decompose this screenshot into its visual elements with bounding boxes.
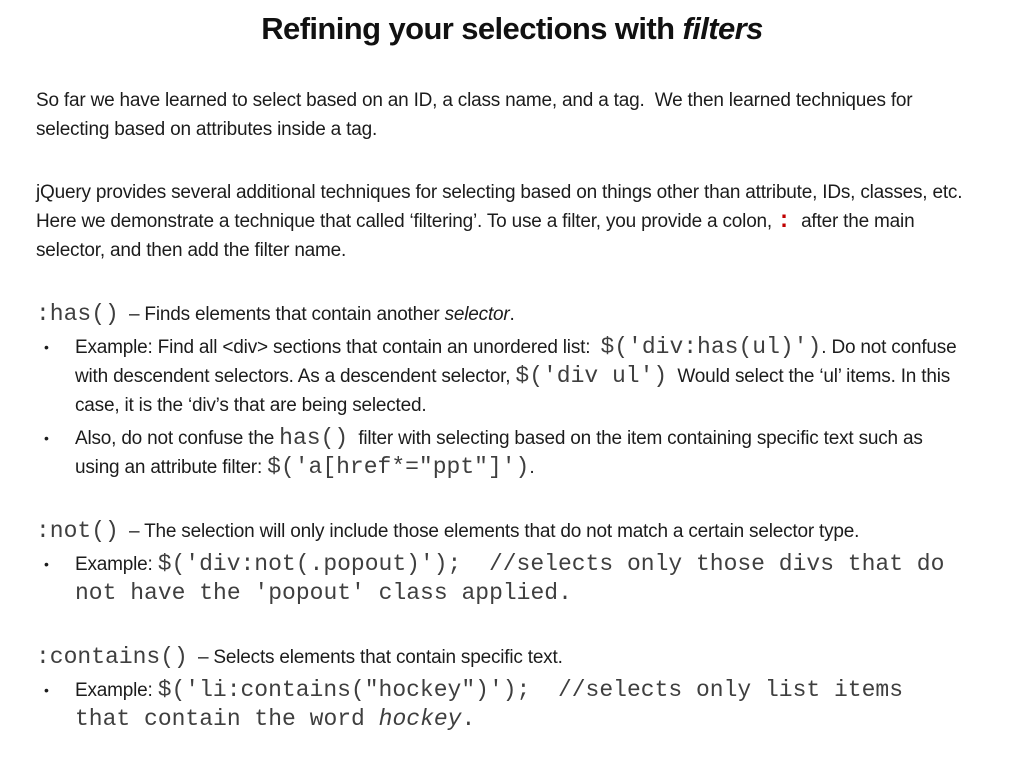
bullet-item-has-note: • Also, do not confuse the has() filter …: [36, 424, 968, 482]
filtering-text-post: after the main selector, and then add th…: [36, 211, 920, 261]
intro-text: So far we have learned to select based o…: [36, 90, 918, 140]
not-example-code: $('div:not(.popout)'); //selects only th…: [75, 551, 959, 606]
slide-title-emphasis: filters: [682, 11, 764, 46]
bullet-text: Example: Find all <div> sections that co…: [75, 333, 968, 420]
contains-example-text: Example:: [75, 680, 158, 701]
bullet-icon: •: [44, 556, 49, 572]
bullet-icon: •: [44, 339, 49, 355]
has-example-code: $('div:has(ul)'): [600, 334, 822, 360]
filter-heading-contains: :contains() – Selects elements that cont…: [36, 643, 968, 672]
slide-title: Refining your selections with filters: [0, 6, 1024, 52]
filtering-paragraph: jQuery provides several additional techn…: [36, 178, 968, 265]
has-note-code-2: $('a[href*="ppt"]'): [267, 454, 530, 480]
bullet-text: Example: $('div:not(.popout)'); //select…: [75, 550, 968, 608]
has-note-text-3: .: [529, 457, 535, 478]
has-note-text: Also, do not confuse the: [75, 428, 280, 449]
bullet-icon: •: [44, 682, 49, 698]
intro-paragraph: So far we have learned to select based o…: [36, 86, 968, 144]
bullet-item-contains-example: • Example: $('li:contains("hockey")'); /…: [36, 676, 968, 734]
bullet-item-not-example: • Example: $('div:not(.popout)'); //sele…: [36, 550, 968, 608]
has-description: – Finds elements that contain another: [118, 304, 445, 325]
filter-heading-not: :not() – The selection will only include…: [36, 517, 968, 546]
slide-body: So far we have learned to select based o…: [0, 86, 1024, 734]
contains-description: – Selects elements that contain specific…: [187, 647, 563, 668]
colon-accent: :: [777, 208, 791, 234]
has-description-end: .: [509, 304, 515, 325]
contains-code-snippet: :contains(): [36, 644, 188, 670]
has-description-emphasis: selector: [444, 304, 510, 325]
contains-example-code: $('li:contains("hockey")'); //selects on…: [75, 677, 917, 732]
has-code-snippet: :has(): [36, 301, 119, 327]
filtering-text-pre: jQuery provides several additional techn…: [36, 182, 968, 232]
bullet-text: Example: $('li:contains("hockey")'); //s…: [75, 676, 968, 734]
not-code-snippet: :not(): [36, 518, 119, 544]
has-example-code-2: $('div ul'): [515, 363, 668, 389]
has-example-text: Example: Find all <div> sections that co…: [75, 337, 601, 358]
has-example-text-2: . Do not confuse with descendent selecto…: [75, 337, 962, 387]
bullet-icon: •: [44, 430, 49, 446]
contains-example-code-end: .: [461, 706, 476, 732]
bullet-item-has-example: • Example: Find all <div> sections that …: [36, 333, 968, 420]
not-description: – The selection will only include those …: [118, 521, 860, 542]
contains-example-code-emphasis: hockey: [378, 706, 462, 732]
has-example-text-3: Would select the ‘ul’ items. In this cas…: [75, 366, 956, 416]
bullet-text: Also, do not confuse the has() filter wi…: [75, 424, 968, 482]
has-note-code: has(): [279, 425, 349, 451]
not-example-text: Example:: [75, 554, 158, 575]
has-note-text-2: filter with selecting based on the item …: [75, 428, 928, 478]
filter-heading-has: :has() – Finds elements that contain ano…: [36, 300, 968, 329]
slide-title-text: Refining your selections with: [261, 11, 683, 46]
